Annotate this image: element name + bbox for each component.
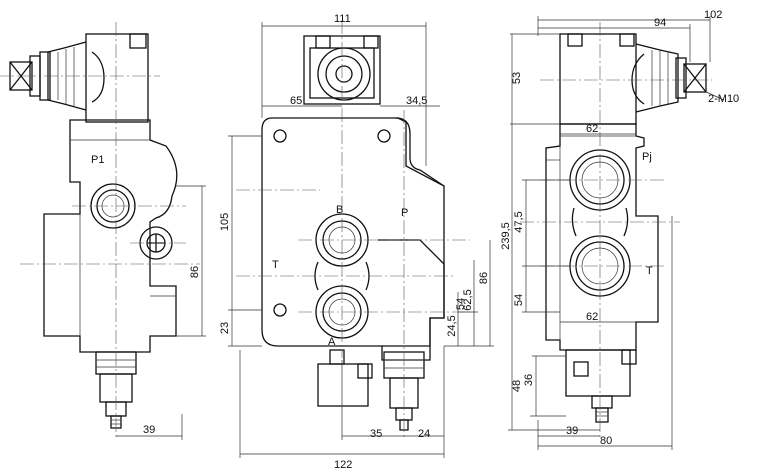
left-solenoid-coil (85, 33, 149, 123)
left-label-p1: P1 (91, 154, 104, 166)
left-valve-body (43, 119, 178, 353)
middle-dim-65: 65 (290, 95, 302, 107)
right-connector-body (635, 43, 679, 113)
middle-dim-23: 23 (219, 322, 231, 334)
right-dim-53: 53 (511, 72, 523, 84)
middle-valve-body (261, 117, 445, 361)
middle-mount-hole-1 (273, 129, 287, 143)
right-dim-39: 39 (566, 425, 578, 437)
middle-solenoid-nut (317, 47, 371, 101)
middle-dim-111: 111 (334, 13, 351, 25)
right-solenoid-coil (559, 33, 637, 125)
middle-dim-24: 24 (418, 428, 430, 440)
right-bottom-plug (565, 349, 631, 397)
middle-mount-hole-3 (273, 303, 287, 317)
right-side-view (508, 16, 725, 450)
middle-dim-62-5: 62,5 (462, 289, 474, 310)
right-dim-36: 36 (523, 374, 535, 386)
right-dim-94: 94 (654, 17, 666, 29)
right-dim-2-m10: 2-M10 (708, 93, 739, 105)
middle-front-view (228, 20, 494, 458)
middle-label-p: P (401, 207, 408, 219)
right-label-pj: Pj (642, 151, 652, 163)
middle-bottom-plug (317, 363, 369, 407)
middle-dim-122: 122 (334, 459, 352, 471)
middle-dim-86: 86 (478, 272, 490, 284)
left-side-view (0, 22, 206, 440)
middle-dim-105: 105 (219, 213, 231, 231)
right-dim-48: 48 (511, 380, 523, 392)
right-dim-62-top: 62 (586, 123, 598, 135)
left-dim-39: 39 (143, 424, 155, 436)
left-dim-86: 86 (189, 266, 201, 278)
right-dim-62-bottom: 62 (586, 311, 598, 323)
right-label-t: T (646, 265, 653, 277)
middle-dim-34-5: 34,5 (406, 95, 427, 107)
middle-dim-24-5: 24,5 (446, 315, 458, 336)
right-valve-body (545, 123, 659, 351)
middle-label-a: A (328, 336, 336, 348)
right-dim-239-5: 239,5 (500, 222, 512, 250)
right-dim-102: 102 (704, 9, 722, 21)
right-connector-plug (683, 63, 707, 93)
right-dim-47-5: 47,5 (513, 211, 525, 232)
right-dim-80: 80 (600, 435, 612, 447)
middle-label-t: T (272, 259, 279, 271)
middle-dim-54: 54 (455, 298, 467, 310)
middle-dim-35: 35 (370, 428, 382, 440)
middle-mount-hole-2 (377, 129, 391, 143)
left-coil-cap (129, 33, 147, 49)
right-dim-54: 54 (513, 294, 525, 306)
middle-label-b: B (336, 204, 343, 216)
